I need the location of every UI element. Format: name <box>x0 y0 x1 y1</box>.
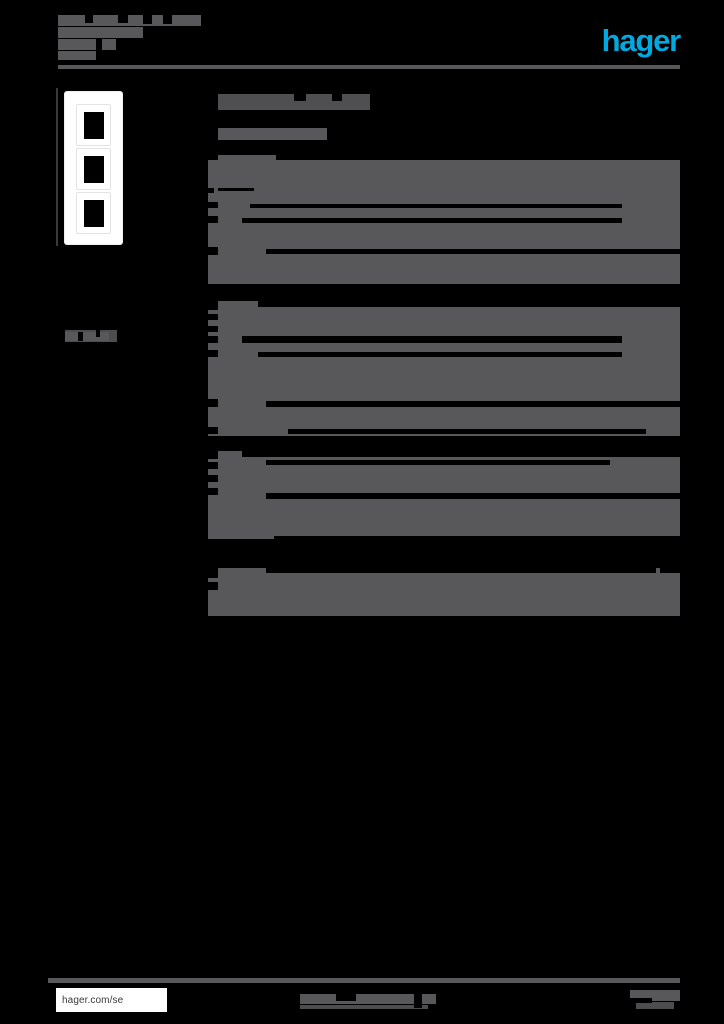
row-separator <box>208 350 218 357</box>
frame-aperture-1 <box>76 104 111 146</box>
page-subtitle <box>218 128 327 140</box>
row-separator <box>242 218 622 223</box>
row-separator <box>266 493 680 499</box>
title-gap <box>85 15 93 23</box>
row-separator <box>208 202 218 208</box>
footer-url-badge[interactable]: hager.com/se <box>56 988 167 1012</box>
cell-gap <box>660 568 680 573</box>
title-gap <box>118 15 128 23</box>
page-number-sub <box>636 1002 674 1009</box>
row-separator <box>218 188 254 191</box>
row-separator <box>274 536 680 542</box>
footer-gap <box>414 994 422 1008</box>
row-separator <box>208 216 218 223</box>
footer-center-text <box>300 994 436 1004</box>
row-separator <box>208 462 218 469</box>
product-caption-line <box>65 332 109 341</box>
spec-table-4 <box>208 568 680 616</box>
page-title-gap <box>294 94 306 101</box>
hager-logo: hager <box>601 23 682 58</box>
row-separator <box>266 460 610 465</box>
row-separator <box>258 352 622 357</box>
page-header: hager <box>0 0 724 80</box>
document-title-line-2 <box>58 27 143 38</box>
frame-aperture-3 <box>76 192 111 234</box>
row-separator <box>288 429 646 434</box>
document-title-line-3 <box>58 39 116 50</box>
row-separator <box>208 247 218 255</box>
caption-gap <box>96 330 100 337</box>
frame-aperture-2 <box>76 148 111 190</box>
spec-table-2 <box>208 301 680 436</box>
row-separator <box>208 188 214 193</box>
header-divider <box>58 65 680 69</box>
title-gap <box>96 39 102 51</box>
row-separator <box>208 326 218 332</box>
row-separator <box>266 249 680 254</box>
page-number <box>630 990 680 1001</box>
row-separator <box>208 475 218 482</box>
cell-gap <box>258 301 680 307</box>
footer-gap <box>630 998 652 1003</box>
row-separator <box>208 399 218 407</box>
footer-url-text: hager.com/se <box>62 994 124 1006</box>
row-separator <box>242 336 622 343</box>
product-column-rule <box>56 88 58 246</box>
cell-gap <box>208 301 218 310</box>
cell-gap <box>208 451 218 459</box>
spec-table-1 <box>208 160 680 288</box>
product-photo <box>65 92 122 244</box>
table-1-bottom-gap <box>208 284 680 288</box>
page-footer <box>0 976 724 1024</box>
row-separator <box>208 336 218 343</box>
title-gap <box>143 15 152 24</box>
row-separator <box>208 582 218 590</box>
cell-gap <box>242 451 680 457</box>
footer-center-subtext <box>300 1005 428 1009</box>
row-separator <box>208 427 218 434</box>
row-separator <box>208 314 218 320</box>
cell-gap <box>266 568 656 573</box>
title-gap <box>163 15 172 24</box>
cell-gap <box>208 568 218 578</box>
footer-gap <box>336 994 356 1001</box>
cell-gap <box>276 155 680 160</box>
document-title-line-1 <box>58 15 201 26</box>
page-title-gap <box>332 94 342 101</box>
row-separator <box>250 204 622 208</box>
caption-gap <box>78 332 83 341</box>
document-title-line-4 <box>58 51 96 60</box>
row-separator <box>266 401 680 407</box>
cover-frame-body <box>68 95 119 241</box>
row-separator <box>208 488 218 495</box>
footer-divider <box>48 978 680 983</box>
